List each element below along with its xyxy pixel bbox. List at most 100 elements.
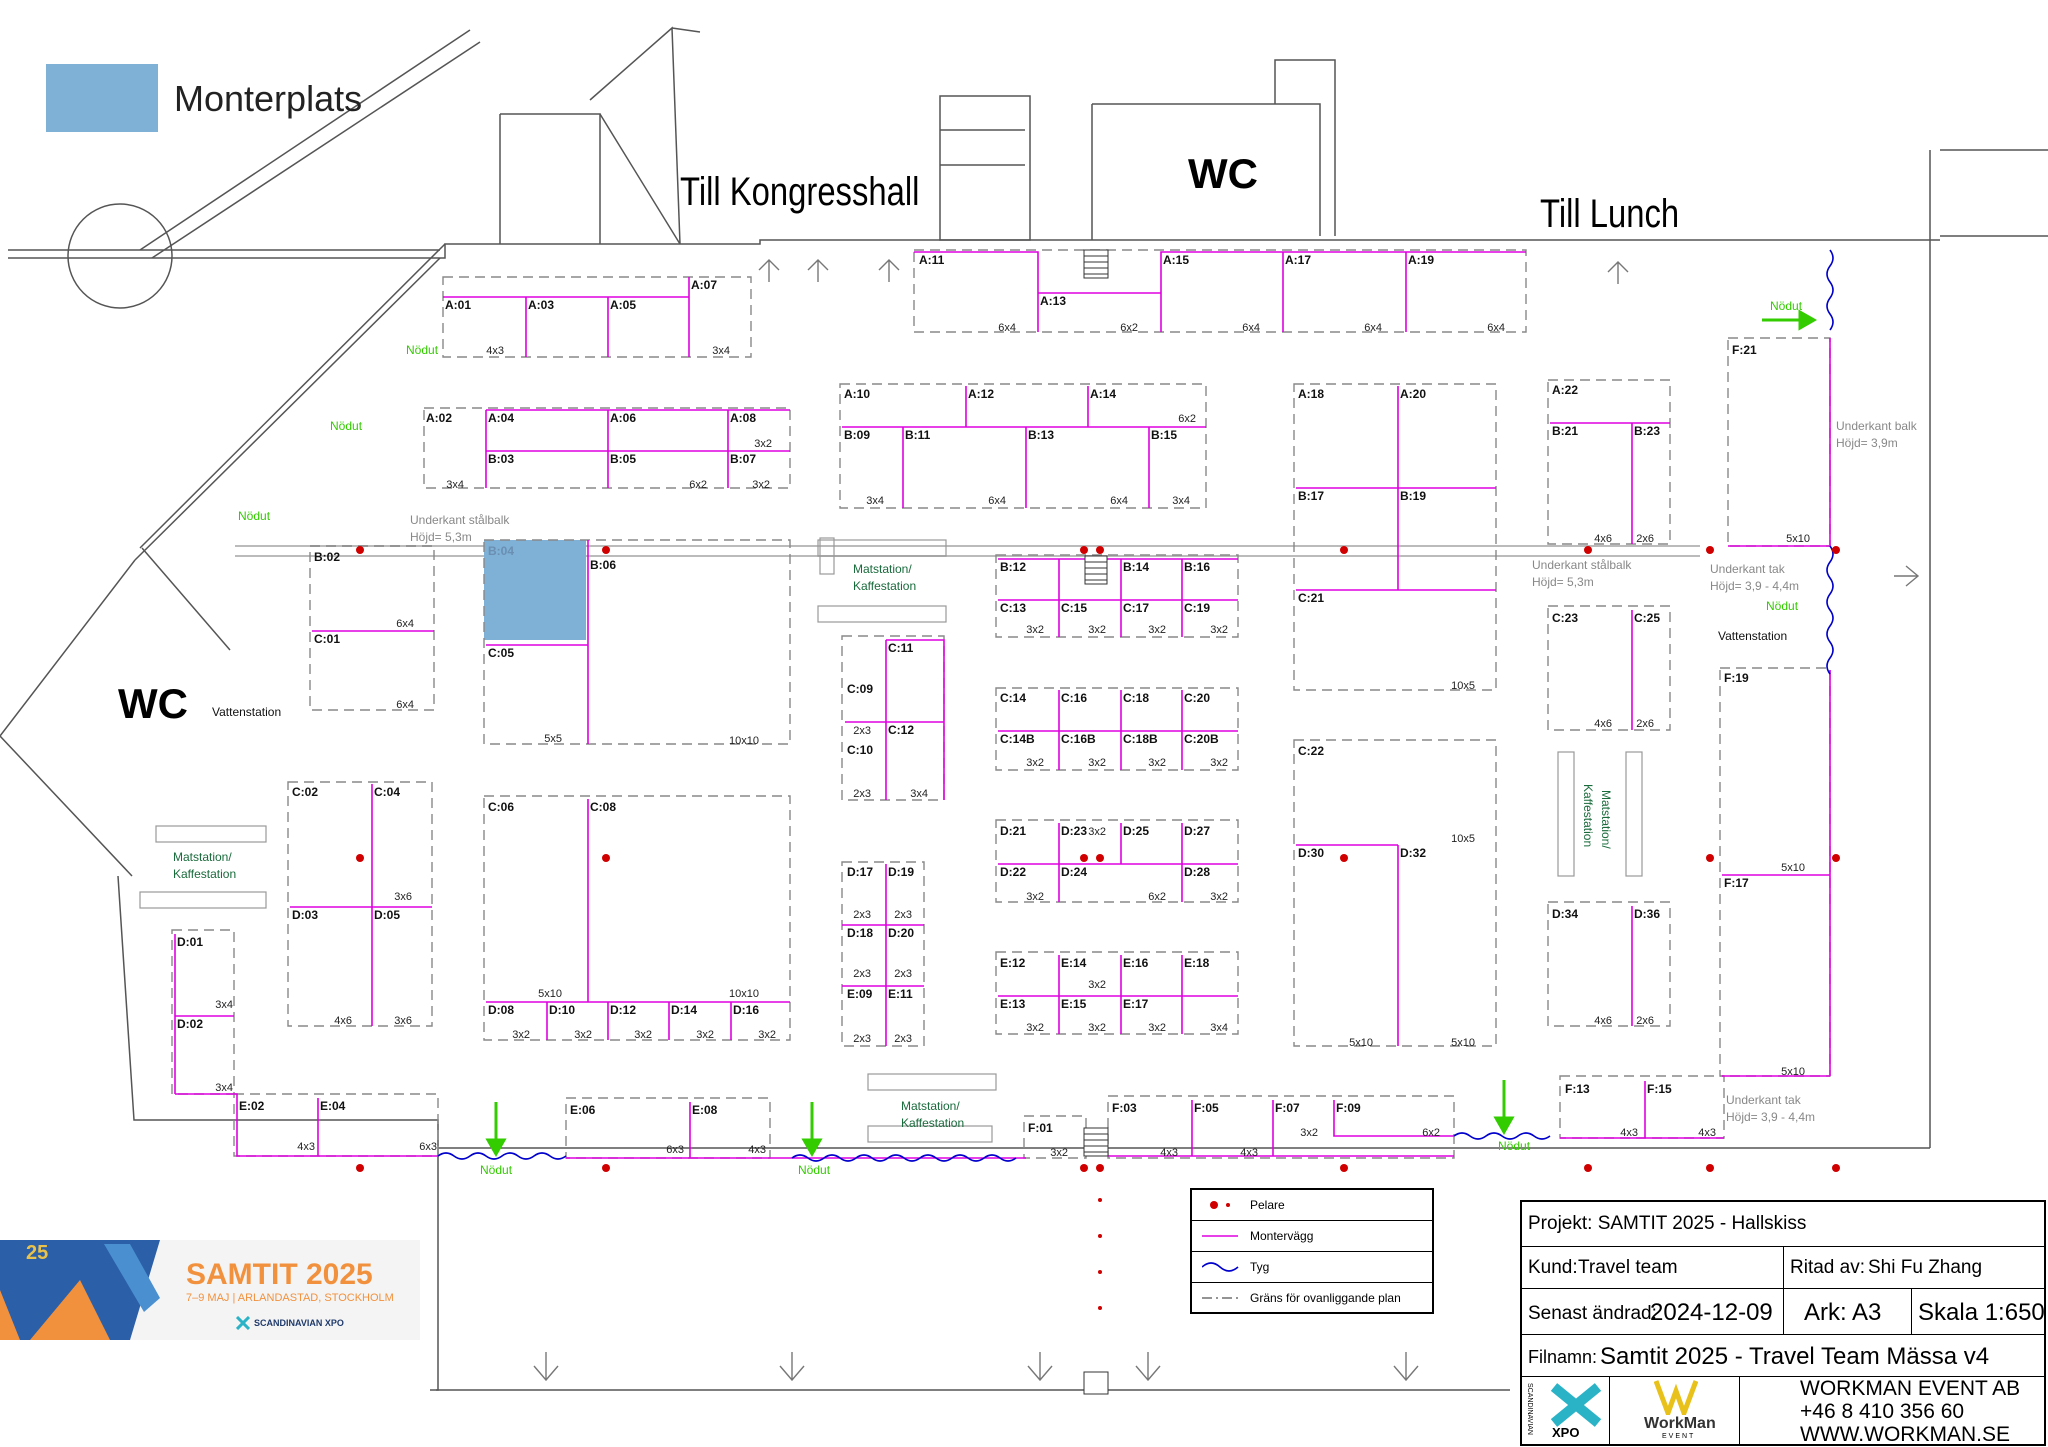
booth-label-B05[interactable]: B:05 xyxy=(610,452,636,466)
booth-label-D25[interactable]: D:25 xyxy=(1123,824,1149,838)
booth-label-C17[interactable]: C:17 xyxy=(1123,601,1149,615)
booth-label-A19[interactable]: A:19 xyxy=(1408,253,1434,267)
booth-label-C02[interactable]: C:02 xyxy=(292,785,318,799)
booth-label-A07[interactable]: A:07 xyxy=(691,278,717,292)
booth-label-B06[interactable]: B:06 xyxy=(590,558,616,572)
booth-label-D03[interactable]: D:03 xyxy=(292,908,318,922)
booth-label-A10[interactable]: A:10 xyxy=(844,387,870,401)
booth-label-A03[interactable]: A:03 xyxy=(528,298,554,312)
booth-label-C05[interactable]: C:05 xyxy=(488,646,514,660)
booth-label-D30[interactable]: D:30 xyxy=(1298,846,1324,860)
booth-label-F19[interactable]: F:19 xyxy=(1724,671,1749,685)
booth-label-F17[interactable]: F:17 xyxy=(1724,876,1749,890)
booth-label-B23[interactable]: B:23 xyxy=(1634,424,1660,438)
booth-label-D32[interactable]: D:32 xyxy=(1400,846,1426,860)
booth-label-B12[interactable]: B:12 xyxy=(1000,560,1026,574)
booth-label-D12[interactable]: D:12 xyxy=(610,1003,636,1017)
booth-label-C23[interactable]: C:23 xyxy=(1552,611,1578,625)
booth-label-B11[interactable]: B:11 xyxy=(905,428,931,442)
booth-label-C18B[interactable]: C:18B xyxy=(1123,732,1158,746)
booth-label-D34[interactable]: D:34 xyxy=(1552,907,1578,921)
booth-label-D14[interactable]: D:14 xyxy=(671,1003,697,1017)
booth-label-B13[interactable]: B:13 xyxy=(1028,428,1054,442)
booth-label-C14[interactable]: C:14 xyxy=(1000,691,1026,705)
booth-label-E04[interactable]: E:04 xyxy=(320,1099,346,1113)
booth-label-C22[interactable]: C:22 xyxy=(1298,744,1324,758)
booth-label-A22[interactable]: A:22 xyxy=(1552,383,1578,397)
booth-label-E16[interactable]: E:16 xyxy=(1123,956,1149,970)
booth-label-C11[interactable]: C:11 xyxy=(888,641,914,655)
booth-label-F03[interactable]: F:03 xyxy=(1112,1101,1137,1115)
booth-label-D18[interactable]: D:18 xyxy=(847,926,873,940)
booth-label-D28[interactable]: D:28 xyxy=(1184,865,1210,879)
booth-label-B16[interactable]: B:16 xyxy=(1184,560,1210,574)
booth-label-D01[interactable]: D:01 xyxy=(177,935,203,949)
booth-label-B21[interactable]: B:21 xyxy=(1552,424,1578,438)
booth-label-A05[interactable]: A:05 xyxy=(610,298,636,312)
booth-label-E18[interactable]: E:18 xyxy=(1184,956,1210,970)
booth-label-A13[interactable]: A:13 xyxy=(1040,294,1066,308)
booth-label-B17[interactable]: B:17 xyxy=(1298,489,1324,503)
booth-label-F01[interactable]: F:01 xyxy=(1028,1121,1053,1135)
booth-label-D27[interactable]: D:27 xyxy=(1184,824,1210,838)
booth-label-C01[interactable]: C:01 xyxy=(314,632,340,646)
booth-label-A12[interactable]: A:12 xyxy=(968,387,994,401)
booth-label-C20[interactable]: C:20 xyxy=(1184,691,1210,705)
booth-label-C21[interactable]: C:21 xyxy=(1298,591,1324,605)
booth-label-E13[interactable]: E:13 xyxy=(1000,997,1026,1011)
booth-label-C06[interactable]: C:06 xyxy=(488,800,514,814)
booth-label-E02[interactable]: E:02 xyxy=(239,1099,265,1113)
booth-label-C10[interactable]: C:10 xyxy=(847,743,873,757)
booth-label-A18[interactable]: A:18 xyxy=(1298,387,1324,401)
booth-label-A08[interactable]: A:08 xyxy=(730,411,756,425)
booth-label-D23[interactable]: D:23 xyxy=(1061,824,1087,838)
booth-label-A11[interactable]: A:11 xyxy=(919,253,945,267)
booth-label-C09[interactable]: C:09 xyxy=(847,682,873,696)
booth-label-B03[interactable]: B:03 xyxy=(488,452,514,466)
booth-label-C20B[interactable]: C:20B xyxy=(1184,732,1219,746)
booth-label-E11[interactable]: E:11 xyxy=(888,987,913,1001)
booth-label-C12[interactable]: C:12 xyxy=(888,723,914,737)
booth-label-B07[interactable]: B:07 xyxy=(730,452,756,466)
booth-label-D20[interactable]: D:20 xyxy=(888,926,914,940)
booth-label-D08[interactable]: D:08 xyxy=(488,1003,514,1017)
booth-label-F15[interactable]: F:15 xyxy=(1647,1082,1672,1096)
booth-label-A01[interactable]: A:01 xyxy=(445,298,471,312)
booth-label-B09[interactable]: B:09 xyxy=(844,428,870,442)
booth-label-D17[interactable]: D:17 xyxy=(847,865,873,879)
booth-label-A20[interactable]: A:20 xyxy=(1400,387,1426,401)
booth-label-C15[interactable]: C:15 xyxy=(1061,601,1087,615)
booth-label-A06[interactable]: A:06 xyxy=(610,411,636,425)
booth-label-C08[interactable]: C:08 xyxy=(590,800,616,814)
booth-label-E06[interactable]: E:06 xyxy=(570,1103,596,1117)
booth-label-D36[interactable]: D:36 xyxy=(1634,907,1660,921)
booth-label-D02[interactable]: D:02 xyxy=(177,1017,203,1031)
booth-label-E09[interactable]: E:09 xyxy=(847,987,873,1001)
booth-label-C19[interactable]: C:19 xyxy=(1184,601,1210,615)
booth-label-E12[interactable]: E:12 xyxy=(1000,956,1026,970)
booth-label-D05[interactable]: D:05 xyxy=(374,908,400,922)
booth-label-D16[interactable]: D:16 xyxy=(733,1003,759,1017)
booth-label-B19[interactable]: B:19 xyxy=(1400,489,1426,503)
booth-label-B02[interactable]: B:02 xyxy=(314,550,340,564)
booth-label-B15[interactable]: B:15 xyxy=(1151,428,1177,442)
booth-label-C16[interactable]: C:16 xyxy=(1061,691,1087,705)
booth-label-F07[interactable]: F:07 xyxy=(1275,1101,1300,1115)
booth-label-C18[interactable]: C:18 xyxy=(1123,691,1149,705)
booth-label-A04[interactable]: A:04 xyxy=(488,411,514,425)
booth-label-D21[interactable]: D:21 xyxy=(1000,824,1026,838)
booth-label-D22[interactable]: D:22 xyxy=(1000,865,1026,879)
booth-label-D24[interactable]: D:24 xyxy=(1061,865,1087,879)
booth-label-E08[interactable]: E:08 xyxy=(692,1103,718,1117)
booth-label-F09[interactable]: F:09 xyxy=(1336,1101,1361,1115)
booth-label-D19[interactable]: D:19 xyxy=(888,865,914,879)
booth-label-E15[interactable]: E:15 xyxy=(1061,997,1087,1011)
booth-label-A15[interactable]: A:15 xyxy=(1163,253,1189,267)
booth-label-F05[interactable]: F:05 xyxy=(1194,1101,1219,1115)
booth-label-A02[interactable]: A:02 xyxy=(426,411,452,425)
booth-label-E14[interactable]: E:14 xyxy=(1061,956,1087,970)
booth-label-A14[interactable]: A:14 xyxy=(1090,387,1116,401)
booth-label-C14B[interactable]: C:14B xyxy=(1000,732,1035,746)
booth-label-C25[interactable]: C:25 xyxy=(1634,611,1660,625)
booth-label-F13[interactable]: F:13 xyxy=(1565,1082,1590,1096)
